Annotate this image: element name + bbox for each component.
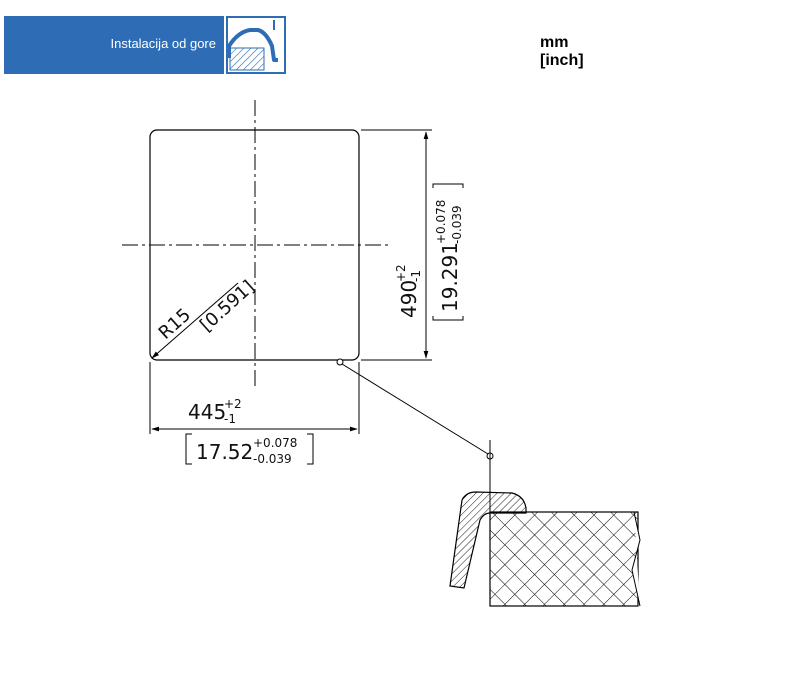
width-inch-tol-minus: -0.039 [253,452,292,466]
installation-type-badge: Instalacija od gore [4,16,224,74]
radius-value: R15 [155,304,195,343]
width-inch-tol-plus: +0.078 [253,436,297,450]
radius-inch-value: [0.591] [196,277,259,336]
width-dimension: 445 +2 -1 17.52 +0.078 -0.039 [149,362,360,466]
section-detail [449,491,641,607]
sink-top-mount-icon [226,16,286,74]
height-value: 490 [397,280,421,318]
height-tol-minus: -1 [409,270,423,282]
height-inch-tol-minus: -0.039 [450,205,464,244]
height-dimension: 490 +2 -1 19.291 +0.078 -0.039 [361,129,464,361]
width-inch-value: 17.52 [196,440,253,464]
width-value: 445 [188,400,226,424]
sink-top-mount-icon-graphic [226,16,286,74]
units-mm: mm [540,34,569,51]
countertop-section [489,511,639,607]
height-inch-value: 19.291 [438,242,462,312]
height-inch-tol-plus: +0.078 [434,200,448,244]
units-legend: mm [inch] [540,34,584,70]
width-tol-plus: +2 [224,397,242,411]
width-tol-minus: -1 [224,412,236,426]
units-inch: [inch] [540,52,584,69]
radius-callout: R15 [0.591] [151,277,259,359]
installation-type-label: Instalacija od gore [110,36,216,51]
height-tol-plus: +2 [394,264,408,282]
sink-rim-section [449,491,527,589]
